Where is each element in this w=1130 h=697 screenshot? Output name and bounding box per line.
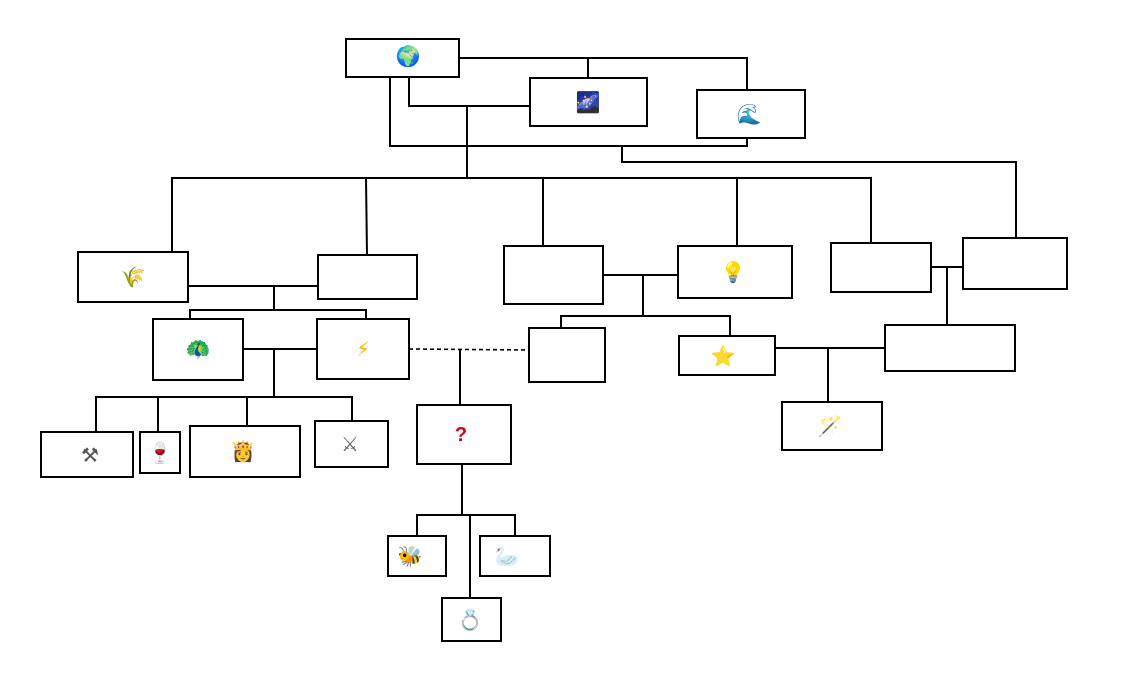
connector-earth-wave: [459, 57, 748, 91]
connector-children-center: [560, 315, 731, 337]
node-question[interactable]: ?: [416, 404, 512, 465]
node-blank-e[interactable]: [528, 327, 606, 383]
connector-question-children: [416, 514, 516, 537]
woman-figure-icon: 👸: [231, 439, 256, 463]
node-bee[interactable]: 🐝: [387, 535, 447, 577]
honeybee-icon: 🐝: [398, 544, 423, 568]
node-blank-a[interactable]: [317, 254, 418, 300]
node-blank-f[interactable]: [884, 324, 1016, 372]
swan-icon: 🦢: [495, 544, 520, 568]
node-peacock[interactable]: 🦚: [152, 318, 244, 381]
node-wave[interactable]: 🌊: [696, 89, 806, 139]
node-star[interactable]: ⭐: [678, 335, 776, 376]
light-bulb-icon: 💡: [721, 260, 746, 284]
connector-grandchildren-left: [95, 396, 353, 433]
node-earth[interactable]: 🌍: [345, 38, 460, 78]
connector-earth-galaxy-mid: [408, 77, 531, 107]
ocean-wave-icon: 🌊: [737, 102, 762, 126]
connector-lines: [95, 57, 1017, 599]
milky-way-icon: 🌌: [576, 90, 601, 114]
peacock-icon: 🦚: [186, 337, 211, 361]
node-wine[interactable]: 🍷: [139, 431, 181, 474]
magic-wand-icon: 🪄: [818, 414, 843, 438]
connector-drop-blank-a: [364, 176, 369, 257]
node-bulb[interactable]: 💡: [677, 245, 793, 299]
node-wand[interactable]: 🪄: [781, 401, 883, 451]
connector-children-left: [189, 309, 367, 320]
sheaf-of-rice-icon: 🌾: [121, 265, 146, 289]
earth-globe-icon: 🌍: [396, 44, 421, 68]
star-icon: ⭐: [711, 344, 736, 368]
crossed-swords-icon: ⚔: [341, 432, 359, 456]
connector-earth-wave-loop: [389, 77, 748, 147]
connector-dashed-relation: [408, 348, 530, 351]
node-ring[interactable]: 💍: [441, 597, 502, 642]
node-galaxy[interactable]: 🌌: [529, 77, 648, 127]
node-lightning[interactable]: ⚡: [316, 318, 410, 380]
nodes: 🌍 🌌 🌊 🌾 💡: [40, 38, 1068, 642]
question-mark-icon: ?: [455, 424, 467, 446]
ring-icon: 💍: [458, 608, 483, 632]
node-blank-b[interactable]: [503, 245, 604, 305]
node-blank-d[interactable]: [962, 237, 1068, 290]
hammer-and-pick-icon: ⚒: [81, 443, 99, 467]
node-swan[interactable]: 🦢: [479, 535, 551, 577]
node-grain[interactable]: 🌾: [77, 251, 189, 303]
node-swords[interactable]: ⚔: [314, 420, 389, 468]
lightning-bolt-icon: ⚡: [356, 337, 370, 361]
wine-glass-icon: 🍷: [148, 441, 173, 465]
node-tools[interactable]: ⚒: [40, 431, 134, 478]
node-woman[interactable]: 👸: [189, 425, 301, 478]
node-blank-c[interactable]: [830, 242, 932, 293]
connector-right-branch: [621, 145, 1017, 239]
